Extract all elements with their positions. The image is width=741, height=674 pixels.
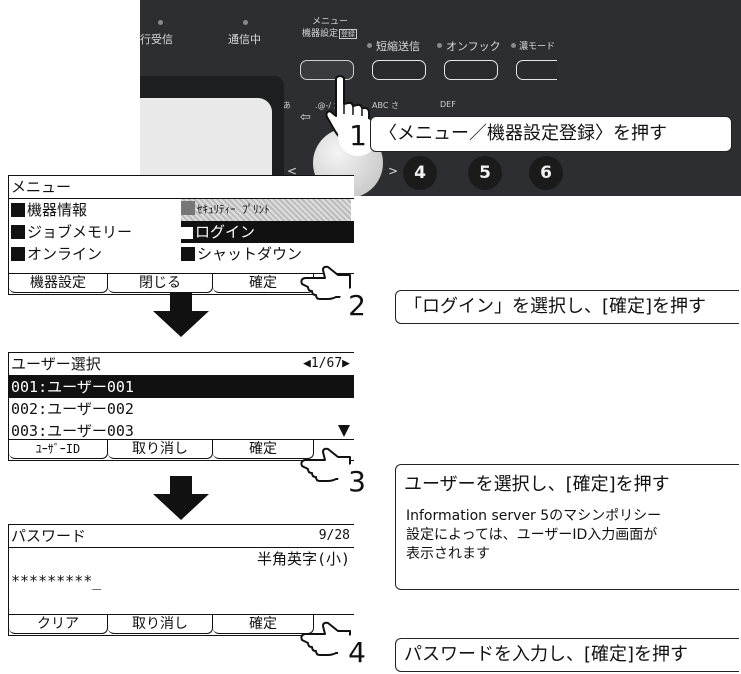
- step-3-note-line-2: 設定によっては、ユーザーID入力画面が: [406, 527, 658, 543]
- input-mode-label: 半角英字(小): [256, 550, 350, 568]
- step-3-instruction: ユーザーを選択し、[確定]を押す: [404, 474, 670, 495]
- communicating-led: [243, 20, 248, 25]
- device-panel-photo: 行受信 通信中 メニュー 機器設定登録 短縮送信 オンフック 濃モード あ .@…: [140, 0, 741, 196]
- user-select-title: ユーザー選択: [11, 355, 101, 373]
- pointing-hand-icon: [300, 621, 351, 656]
- menu-screen: メニュー 機器情報 ｾｷｭﾘﾃｨｰ ﾌﾟﾘﾝﾄ ジョブメモリー ログイン オンラ…: [8, 175, 354, 295]
- step-3-note-line-3: 表示されます: [406, 546, 490, 562]
- menu-button[interactable]: [300, 60, 354, 80]
- job-memory-icon: [11, 225, 25, 239]
- password-title: パスワード: [11, 527, 87, 545]
- info-icon: [11, 203, 25, 217]
- receive-label: 行受信: [140, 33, 173, 46]
- menu-label-top: メニュー: [312, 17, 349, 27]
- password-input[interactable]: *********_: [11, 572, 102, 590]
- step-2-instruction: 「ログイン」を選択し、[確定]を押す: [395, 290, 739, 324]
- password-softkey-bar: クリア 取り消し 確定: [9, 614, 354, 635]
- menu-row-1: 機器情報 ｾｷｭﾘﾃｨｰ ﾌﾟﾘﾝﾄ: [9, 199, 354, 221]
- softkey-cancel[interactable]: 取り消し: [108, 440, 213, 459]
- step-3-note-line-1: Information server 5のマシンポリシー: [406, 508, 662, 524]
- menu-item-device-info[interactable]: 機器情報: [11, 199, 87, 221]
- step-3-panel: ユーザーを選択し、[確定]を押す Information server 5のマシ…: [395, 464, 739, 590]
- user-row-002[interactable]: 002:ユーザー002: [11, 400, 134, 418]
- dial-left-icon[interactable]: <: [287, 164, 298, 178]
- step-2-number: 2: [338, 287, 376, 325]
- password-screen: パスワード 9/28 半角英字(小) *********_ クリア 取り消し 確…: [8, 524, 354, 636]
- step-1-instruction: 〈メニュー／機器設定登録〉を押す: [370, 116, 732, 152]
- key-6[interactable]: 6: [529, 156, 563, 190]
- softkey-confirm[interactable]: 確定: [213, 615, 314, 634]
- user-softkey-bar: ﾕｰｻﾞｰID 取り消し 確定: [9, 439, 354, 460]
- softkey-confirm[interactable]: 確定: [213, 440, 314, 459]
- login-icon: [181, 227, 193, 239]
- pointing-hand-icon: [300, 265, 351, 300]
- onhook-led: [437, 43, 442, 48]
- key-5[interactable]: 5: [468, 156, 502, 190]
- scroll-down-icon[interactable]: [338, 425, 350, 437]
- speed-dial-led: [367, 43, 372, 48]
- lock-print-icon: [181, 201, 195, 215]
- step-4-instruction: パスワードを入力し、[確定]を押す: [395, 638, 739, 672]
- down-arrow-icon: [153, 476, 209, 520]
- softkey-user-id[interactable]: ﾕｰｻﾞｰID: [9, 440, 108, 459]
- user-row-001[interactable]: 001:ユーザー001: [9, 376, 354, 398]
- onhook-label: オンフック: [446, 40, 501, 53]
- softkey-close[interactable]: 閉じる: [108, 274, 213, 293]
- password-char-count: 9/28: [318, 528, 350, 543]
- user-select-screen: ユーザー選択 ◀1/67▶ 001:ユーザー001 002:ユーザー002 00…: [8, 352, 354, 461]
- menu-item-login[interactable]: ログイン: [181, 221, 354, 243]
- menu-row-2: ジョブメモリー ログイン: [9, 221, 354, 243]
- menu-softkey-bar: 機器設定 閉じる 確定: [9, 273, 354, 294]
- extra-button[interactable]: [516, 60, 557, 80]
- extra-led: [511, 43, 516, 48]
- menu-screen-title: メニュー: [9, 176, 354, 199]
- step-3-number: 3: [338, 463, 376, 501]
- user-page-indicator[interactable]: ◀1/67▶: [303, 356, 350, 371]
- speed-dial-label: 短縮送信: [376, 40, 420, 53]
- back-icon[interactable]: ⇦: [300, 110, 311, 125]
- key-4[interactable]: 4: [403, 156, 437, 190]
- softkey-device-settings[interactable]: 機器設定: [9, 274, 108, 293]
- online-icon: [11, 247, 25, 261]
- extra-label: 濃モード: [519, 42, 556, 52]
- password-title-row: パスワード 9/28: [9, 525, 354, 548]
- communicating-label: 通信中: [228, 33, 261, 46]
- key-hint-4: DEF: [440, 100, 456, 109]
- user-select-title-row: ユーザー選択 ◀1/67▶: [9, 353, 354, 376]
- pointing-hand-icon: [300, 447, 351, 482]
- menu-item-job-memory[interactable]: ジョブメモリー: [11, 221, 132, 243]
- onhook-button[interactable]: [444, 60, 498, 80]
- receive-led: [158, 20, 163, 25]
- menu-item-secure-print[interactable]: ｾｷｭﾘﾃｨｰ ﾌﾟﾘﾝﾄ: [181, 199, 351, 221]
- key-hint-2: .@-/ か: [315, 101, 342, 110]
- menu-row-3: オンライン シャットダウン: [9, 243, 354, 265]
- user-row-003[interactable]: 003:ユーザー003: [11, 422, 134, 440]
- menu-item-shutdown[interactable]: シャットダウン: [181, 243, 302, 265]
- softkey-clear[interactable]: クリア: [9, 615, 108, 634]
- step-4-number: 4: [338, 634, 376, 672]
- menu-label-bottom: 機器設定登録: [302, 29, 358, 39]
- dial-right-icon[interactable]: >: [388, 164, 399, 178]
- speed-dial-button[interactable]: [372, 60, 426, 80]
- softkey-cancel[interactable]: 取り消し: [108, 615, 213, 634]
- key-hint-1: あ: [283, 101, 291, 110]
- down-arrow-icon: [153, 293, 209, 337]
- menu-item-online[interactable]: オンライン: [11, 243, 102, 265]
- shutdown-icon: [181, 247, 195, 261]
- key-hint-3: ABC さ: [372, 101, 399, 110]
